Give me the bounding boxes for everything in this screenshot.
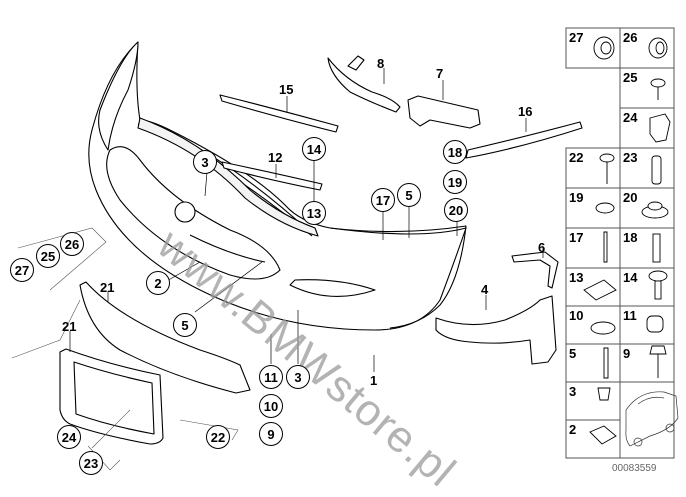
callout-23[interactable]: 23: [79, 451, 103, 475]
callout-5-right[interactable]: 5: [397, 183, 421, 207]
guide-7: [407, 95, 481, 129]
callout-22[interactable]: 22: [206, 425, 230, 449]
grid-label-24: 24: [623, 110, 638, 125]
callout-11[interactable]: 11: [259, 365, 283, 389]
clip-nut-icon: [649, 113, 671, 143]
callout-18[interactable]: 18: [443, 140, 467, 164]
grid-label-19: 19: [569, 190, 584, 205]
callout-12[interactable]: 12: [268, 150, 283, 165]
callout-1[interactable]: 1: [370, 373, 378, 388]
callout-24[interactable]: 24: [57, 425, 81, 449]
bushing-icon: [646, 315, 664, 333]
callout-25[interactable]: 25: [36, 244, 60, 268]
callout-5-left[interactable]: 5: [173, 313, 197, 337]
grid-label-25: 25: [623, 70, 638, 85]
cap-icon: [593, 36, 615, 60]
grid-label-18: 18: [623, 230, 638, 245]
grid-label-10: 10: [569, 308, 584, 323]
strip-16: [465, 121, 583, 159]
bracket-8: [327, 57, 401, 113]
callout-16[interactable]: 16: [518, 104, 533, 119]
bolt-icon: [652, 233, 661, 263]
callout-21-upper[interactable]: 21: [100, 280, 115, 295]
trim-15: [219, 94, 339, 133]
callout-3-upper[interactable]: 3: [193, 150, 217, 174]
pad-icon: [583, 279, 617, 301]
grid-label-3: 3: [569, 384, 577, 399]
callout-27[interactable]: 27: [10, 258, 34, 282]
callout-13[interactable]: 13: [302, 201, 326, 225]
rivet-icon: [603, 231, 608, 263]
grid-label-2: 2: [569, 422, 577, 437]
grid-label-27: 27: [569, 30, 584, 45]
bracket-6: [511, 251, 559, 289]
callout-4[interactable]: 4: [481, 282, 489, 297]
grid-label-23: 23: [623, 150, 638, 165]
grommet-icon: [595, 202, 615, 214]
car-thumbnail-icon: [625, 391, 679, 447]
expanding-rivet-icon: [597, 387, 611, 401]
callout-9[interactable]: 9: [259, 422, 283, 446]
strip-12: [221, 161, 323, 191]
grid-label-22: 22: [569, 150, 584, 165]
screw-icon: [650, 78, 666, 88]
hex-bolt-icon: [649, 345, 667, 355]
grid-label-11: 11: [623, 308, 637, 323]
callout-10[interactable]: 10: [259, 394, 283, 418]
callout-7[interactable]: 7: [436, 66, 444, 81]
parts-diagram: [11, 27, 679, 471]
grid-label-5: 5: [569, 346, 577, 361]
grid-label-17: 17: [569, 230, 584, 245]
callout-2[interactable]: 2: [146, 271, 170, 295]
callout-20[interactable]: 20: [444, 198, 468, 222]
callout-26[interactable]: 26: [60, 232, 84, 256]
callout-8[interactable]: 8: [377, 56, 385, 71]
grid-label-14: 14: [623, 270, 638, 285]
sleeve-icon: [651, 155, 662, 185]
callout-15[interactable]: 15: [279, 82, 294, 97]
license-bracket-upper: [79, 281, 251, 394]
callout-21-lower[interactable]: 21: [62, 319, 77, 334]
grid-label-20: 20: [623, 190, 638, 205]
callout-6[interactable]: 6: [538, 240, 546, 255]
callout-17[interactable]: 17: [371, 188, 395, 212]
grid-label-9: 9: [623, 346, 631, 361]
callout-19[interactable]: 19: [443, 170, 467, 194]
callout-14[interactable]: 14: [302, 137, 326, 161]
grid-label-26: 26: [623, 30, 638, 45]
bumper-cover: [88, 41, 467, 331]
grid-label-13: 13: [569, 270, 584, 285]
bracket-4: [435, 295, 557, 365]
diagram-id: 00083559: [612, 463, 657, 474]
left-fender-fin: [98, 41, 139, 151]
callout-3-lower[interactable]: 3: [286, 365, 310, 389]
